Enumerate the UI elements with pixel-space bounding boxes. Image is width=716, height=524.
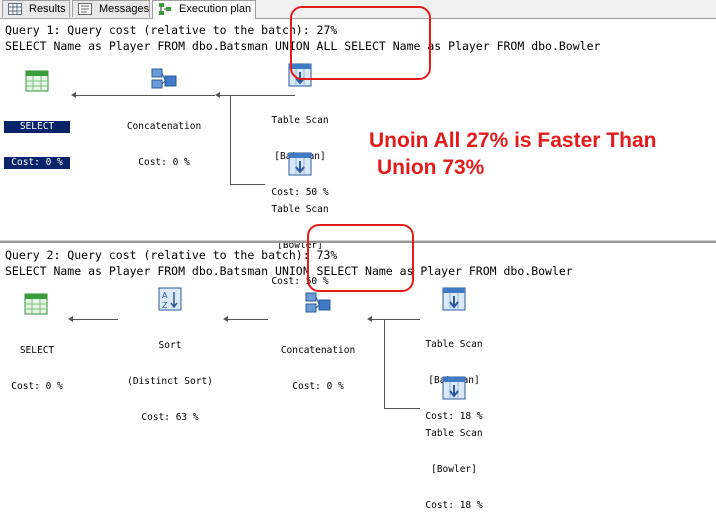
messages-icon [78,3,92,15]
q2-scan-bowler-cost: Cost: 18 % [425,500,483,511]
tab-execution-plan[interactable]: Execution plan [152,0,256,19]
tab-results[interactable]: Results [2,0,70,17]
q1-select-label: SELECT [4,121,70,133]
q1-concat-label: Concatenation [126,121,202,132]
svg-text:A: A [162,291,168,300]
q2-connector-concat-bowler [384,408,420,409]
concatenation-icon[interactable] [151,68,177,92]
q1-arrow [71,92,76,98]
q2-connector-vertical [384,319,385,408]
q2-concat-node[interactable]: Concatenation Cost: 0 % [268,321,368,405]
grid-icon [8,3,22,15]
q2-arrow [68,316,73,322]
select-icon[interactable] [25,70,49,92]
q2-select-node[interactable]: SELECT Cost: 0 % [2,321,72,405]
query1-sql: SELECT Name as Player FROM dbo.Batsman U… [5,39,601,53]
q2-sort-node[interactable]: Sort (Distinct Sort) Cost: 63 % [115,316,225,436]
q1-scan-batsman-label: Table Scan [271,115,329,126]
q2-scan-batsman-label: Table Scan [425,339,483,350]
q2-connector-select-sort [73,319,118,320]
table-scan-icon[interactable] [442,376,466,400]
q2-sort-cost: Cost: 63 % [141,412,199,423]
q2-sort-detail: (Distinct Sort) [127,376,213,387]
query2-header: Query 2: Query cost (relative to the bat… [5,248,338,262]
annotation-line1: Unoin All 27% is Faster Than [369,129,657,152]
q2-concat-cost: Cost: 0 % [292,381,344,392]
q2-arrow [367,316,372,322]
q1-concat-cost: Cost: 0 % [138,157,190,168]
query2-sql: SELECT Name as Player FROM dbo.Batsman U… [5,264,573,278]
query1-header: Query 1: Query cost (relative to the bat… [5,23,338,37]
q1-scan-batsman-cost: Cost: 50 % [271,187,329,198]
execution-plan-icon [159,3,171,15]
q2-scan-bowler-table: [Bowler] [431,464,477,475]
q2-connector-concat-batsman [372,319,420,320]
concatenation-icon[interactable] [305,292,331,316]
highlight-box-query1-cost [290,6,431,80]
q2-scan-bowler-node[interactable]: Table Scan [Bowler] Cost: 18 % [409,404,499,524]
q2-select-cost: Cost: 0 % [11,381,63,392]
q1-scan-bowler-label: Table Scan [271,204,329,215]
table-scan-icon[interactable] [442,287,466,311]
q2-arrow [223,316,228,322]
highlight-box-query2-cost [307,224,414,292]
q2-sort-label: Sort [158,340,182,351]
tab-messages-label: Messages [99,3,150,15]
q1-select-cost: Cost: 0 % [4,157,70,169]
result-tabs: Results Messages Execution plan [0,0,716,19]
q1-connector-vertical [230,95,231,184]
q1-select-node[interactable]: SELECT Cost: 0 % [4,97,70,181]
table-scan-icon[interactable] [288,152,312,176]
q1-arrow [215,92,220,98]
tab-execution-plan-label: Execution plan [179,3,252,15]
query-divider[interactable] [0,240,716,243]
q1-concat-node[interactable]: Concatenation Cost: 0 % [114,97,214,181]
q1-connector-concat-batsman [220,95,295,96]
q2-scan-batsman-cost: Cost: 18 % [425,411,483,422]
q1-connector-concat-bowler [230,184,265,185]
annotation-line2: Union 73% [377,156,485,179]
q2-concat-label: Concatenation [280,345,356,356]
q2-select-label: SELECT [19,345,55,356]
q1-scan-bowler-table: [Bowler] [277,240,323,251]
q2-connector-sort-concat [228,319,268,320]
q1-connector-select-concat [75,95,215,96]
q2-scan-bowler-label: Table Scan [425,428,483,439]
svg-text:Z: Z [162,301,168,310]
sort-icon[interactable]: A Z [158,287,182,311]
select-icon[interactable] [24,293,48,315]
tab-messages[interactable]: Messages [72,0,150,17]
tab-results-label: Results [29,3,66,15]
